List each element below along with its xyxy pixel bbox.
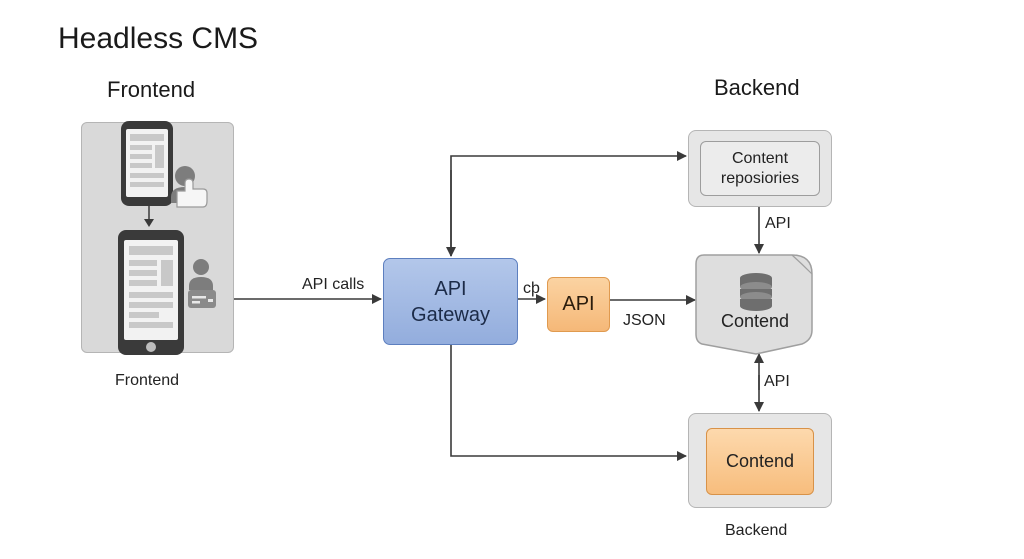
frontend-heading: Frontend [107, 77, 196, 102]
content-database-label: Contend [720, 311, 790, 331]
tablet-device-icon [121, 121, 173, 206]
api-node-label: API [562, 293, 595, 315]
api-lower-label: API [764, 373, 790, 390]
api-calls-label: API calls [302, 276, 365, 293]
user-touch-icon [171, 166, 208, 208]
screen-content-icon [130, 134, 164, 187]
content-repositories-node: Content reposiories [700, 141, 820, 196]
api-gateway-label-line2: Gateway [411, 303, 490, 326]
smartphone-device-icon [118, 230, 184, 355]
backend-content-node: Contend [706, 428, 814, 495]
phone-link-arrow [144, 206, 154, 227]
frontend-caption: Frontend [115, 372, 180, 389]
arrow-gateway-to-repositories [450, 151, 687, 256]
cp-label: cþ [523, 280, 540, 297]
backend-caption: Backend [725, 522, 788, 539]
diagram-title: Headless CMS [58, 22, 259, 55]
arrow-gateway-to-backend [450, 344, 687, 461]
api-upper-label: API [765, 215, 791, 232]
repositories-label-line2: reposiories [720, 169, 800, 187]
api-gateway-node: API Gateway [383, 258, 518, 345]
database-icon [740, 273, 772, 311]
backend-content-label: Contend [725, 451, 795, 471]
backend-heading: Backend [714, 75, 800, 100]
screen-content-icon [129, 246, 173, 328]
repositories-label-line1: Content [731, 150, 789, 168]
api-gateway-label-line1: API [434, 277, 467, 300]
user-card-icon [188, 259, 216, 308]
json-label: JSON [623, 312, 666, 329]
api-node: API [547, 277, 610, 332]
content-database-node [695, 254, 813, 355]
